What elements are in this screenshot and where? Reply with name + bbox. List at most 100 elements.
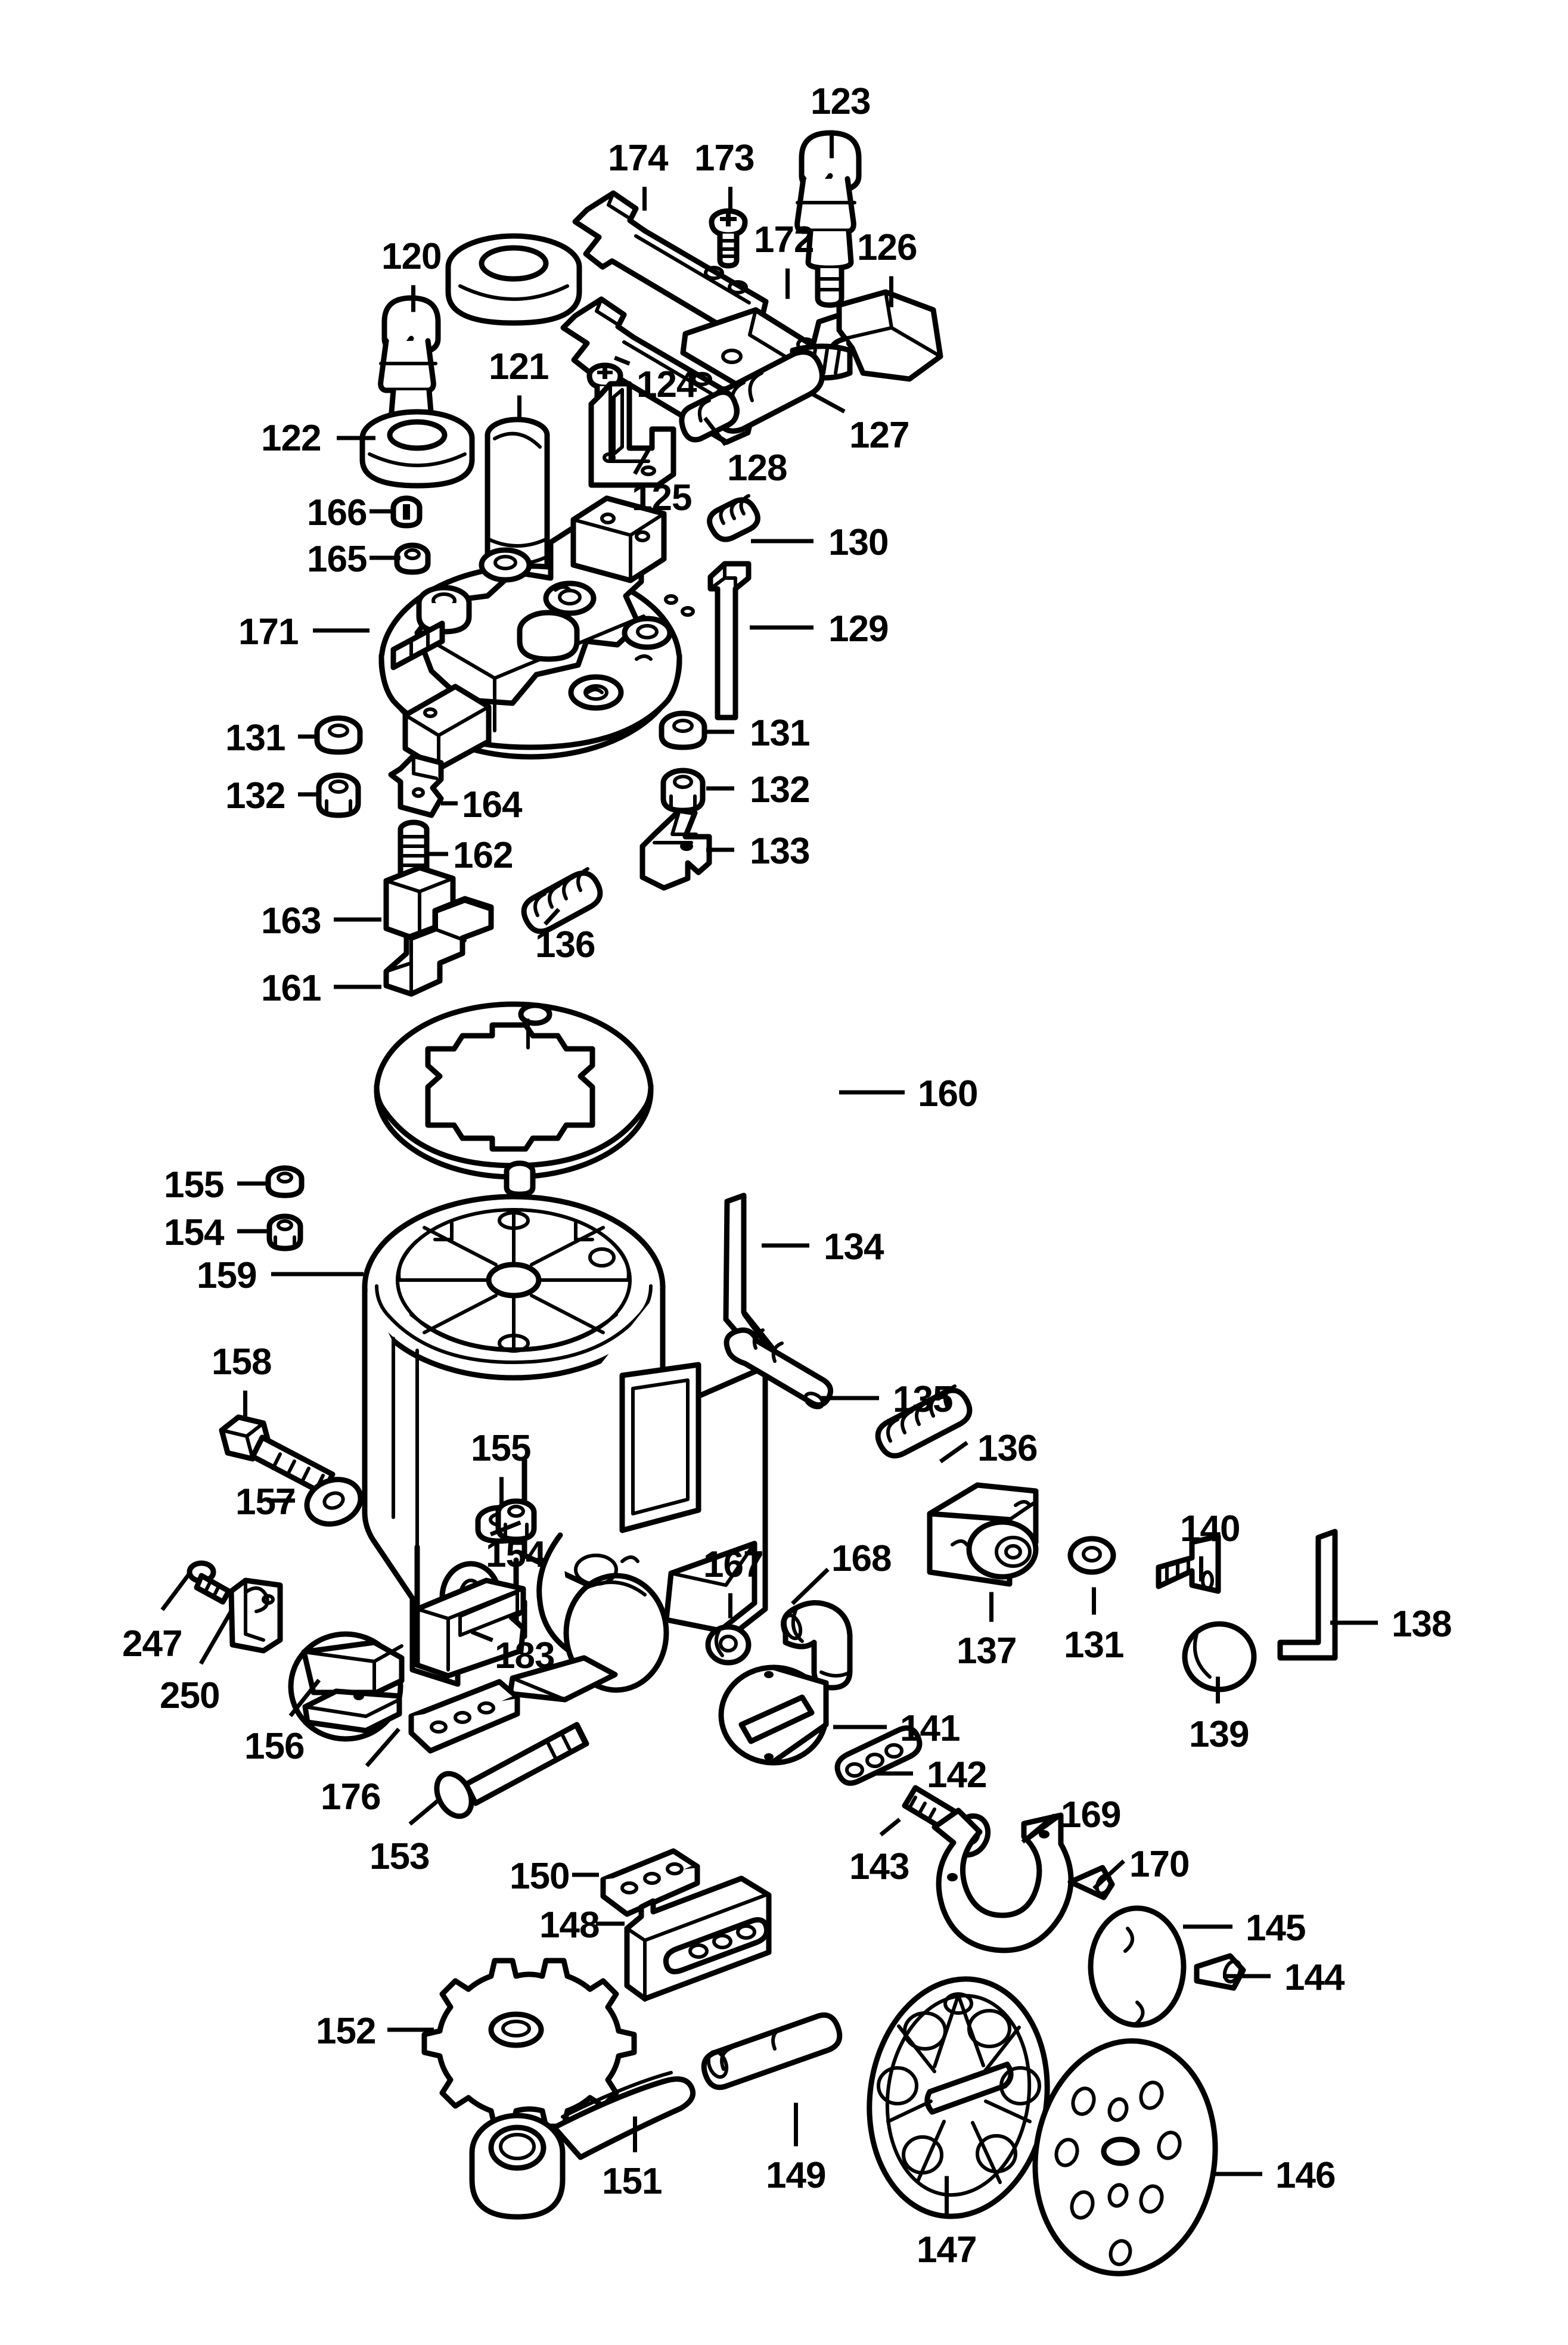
callout-150-clamp-strip: 150 bbox=[510, 1856, 570, 1897]
callout-160-baffle-ring: 160 bbox=[918, 1073, 978, 1114]
callout-158-hex-bolt: 158 bbox=[212, 1341, 272, 1383]
part-131-washer-right bbox=[659, 710, 707, 750]
leader-line-148 bbox=[596, 1921, 625, 1926]
callout-142-link-plate: 142 bbox=[927, 1754, 987, 1796]
part-132-nut-left bbox=[316, 772, 361, 818]
callout-183-slide-bracket: 183 bbox=[495, 1635, 555, 1676]
leader-line-140 bbox=[1199, 1556, 1203, 1582]
leader-line-131 bbox=[1092, 1587, 1096, 1615]
part-157-flat-washer bbox=[304, 1477, 364, 1527]
part-128-bushing bbox=[679, 389, 740, 443]
leader-line-155 bbox=[237, 1181, 267, 1186]
leader-line-134 bbox=[762, 1243, 809, 1248]
leader-line-147 bbox=[945, 2176, 949, 2218]
leader-line-132 bbox=[298, 792, 319, 797]
callout-153-carriage-bolt: 153 bbox=[370, 1836, 430, 1877]
callout-124-screw: 124 bbox=[636, 364, 697, 405]
callout-250-cable-clip: 250 bbox=[160, 1675, 220, 1716]
leader-line-126 bbox=[889, 276, 893, 308]
part-129-hex-key bbox=[707, 561, 752, 720]
part-165-small-washer bbox=[394, 542, 431, 575]
leader-line-157 bbox=[267, 1498, 295, 1503]
leader-line-164 bbox=[441, 801, 458, 806]
part-169-c-clip bbox=[932, 1807, 1074, 1953]
leader-line-120 bbox=[411, 285, 415, 312]
part-137-switch-block bbox=[927, 1482, 1039, 1587]
callout-134-hex-key-wrench: 134 bbox=[824, 1226, 884, 1268]
leader-line-133 bbox=[706, 847, 734, 852]
callout-135-pin: 135 bbox=[893, 1379, 953, 1420]
callout-136-compression-spring: 136 bbox=[977, 1428, 1038, 1469]
callout-165-small-washer: 165 bbox=[307, 539, 367, 580]
part-171-motor-end-cap bbox=[378, 495, 695, 772]
callout-170-tapered-pin: 170 bbox=[1129, 1844, 1190, 1885]
part-153-carriage-bolt bbox=[434, 1722, 589, 1819]
callout-156-round-knob-cam: 156 bbox=[244, 1726, 305, 1767]
part-146-sub-base bbox=[1032, 2038, 1218, 2276]
callout-159-motor-housing: 159 bbox=[197, 1255, 257, 1296]
leader-line-152 bbox=[387, 2027, 434, 2032]
leader-line-167 bbox=[728, 1593, 732, 1619]
callout-133-terminal-clip: 133 bbox=[750, 831, 810, 872]
part-136-spring-upper bbox=[521, 867, 603, 934]
part-150-clamp-strip bbox=[600, 1848, 700, 1917]
callout-140-shoulder-screw: 140 bbox=[1180, 1508, 1240, 1549]
part-161-brush-holder bbox=[383, 896, 494, 997]
leader-line-123 bbox=[830, 130, 834, 159]
part-164-brush-terminal-clip bbox=[388, 753, 444, 818]
callout-127-spacer-sleeve: 127 bbox=[849, 415, 909, 456]
part-140-shoulder-screw bbox=[1156, 1533, 1221, 1594]
leader-line-138 bbox=[1330, 1620, 1378, 1625]
part-144-push-rivet bbox=[1194, 1953, 1246, 1991]
part-123-brush-cap bbox=[794, 130, 862, 308]
leader-line-129 bbox=[750, 625, 814, 630]
part-138-hex-key bbox=[1277, 1529, 1338, 1661]
leader-line-150 bbox=[572, 1872, 599, 1877]
leader-line-160 bbox=[839, 1090, 905, 1095]
part-168-elbow-fitting bbox=[781, 1599, 853, 1691]
callout-176-shim-plate: 176 bbox=[321, 1776, 381, 1818]
callout-132-hex-nut: 132 bbox=[225, 775, 285, 816]
callout-151-lever-handle: 151 bbox=[602, 2161, 662, 2202]
part-147-base-plate bbox=[867, 1976, 1050, 2219]
leader-line-122 bbox=[337, 436, 375, 440]
callout-247-small-screw: 247 bbox=[122, 1623, 182, 1664]
leader-line-171 bbox=[313, 628, 370, 633]
callout-121-depth-stop-rod: 121 bbox=[489, 346, 549, 387]
callout-131-flat-washer: 131 bbox=[750, 713, 810, 754]
leader-line-132 bbox=[706, 786, 734, 791]
part-131-washer-left bbox=[314, 715, 363, 755]
callout-168-elbow-fitting: 168 bbox=[831, 1538, 892, 1579]
callout-146-sub-base-plate: 146 bbox=[1275, 2155, 1336, 2196]
part-149-tube-spacer bbox=[701, 2012, 843, 2091]
callout-173-screw: 173 bbox=[694, 138, 754, 179]
part-132-nut-right bbox=[660, 768, 706, 813]
leader-line-166 bbox=[370, 509, 393, 514]
leader-line-149 bbox=[794, 2102, 798, 2147]
part-156-round-knob-cam bbox=[288, 1631, 405, 1742]
part-136-spring-mid bbox=[875, 1384, 973, 1459]
part-152-star-washer bbox=[421, 1958, 637, 2129]
part-154-locknut-upper bbox=[266, 1213, 303, 1251]
part-170-tapered-pin bbox=[1067, 1865, 1115, 1900]
leader-line-163 bbox=[334, 917, 381, 922]
leader-line-155 bbox=[499, 1477, 504, 1504]
callout-154-lock-nut: 154 bbox=[486, 1534, 546, 1575]
leader-line-135 bbox=[821, 1396, 879, 1400]
leader-line-145 bbox=[1183, 1924, 1232, 1929]
callout-130-spring: 130 bbox=[828, 522, 889, 563]
callout-122-rubber-grommet: 122 bbox=[261, 418, 321, 459]
callout-161-brush-holder: 161 bbox=[261, 968, 321, 1009]
part-145-oval-cover bbox=[1088, 1905, 1187, 2028]
part-250-cable-clip bbox=[228, 1577, 283, 1654]
part-167-o-ring bbox=[705, 1624, 752, 1666]
callout-123-motor-brush-cap-knob: 123 bbox=[811, 81, 871, 122]
callout-132-hex-nut: 132 bbox=[750, 769, 810, 810]
callout-154-lock-nut: 154 bbox=[164, 1212, 224, 1253]
part-183-slide-bracket bbox=[414, 1577, 526, 1679]
part-142-link-plate bbox=[834, 1725, 923, 1786]
leader-line-137 bbox=[989, 1592, 993, 1622]
callout-166-small-nut: 166 bbox=[307, 492, 367, 533]
